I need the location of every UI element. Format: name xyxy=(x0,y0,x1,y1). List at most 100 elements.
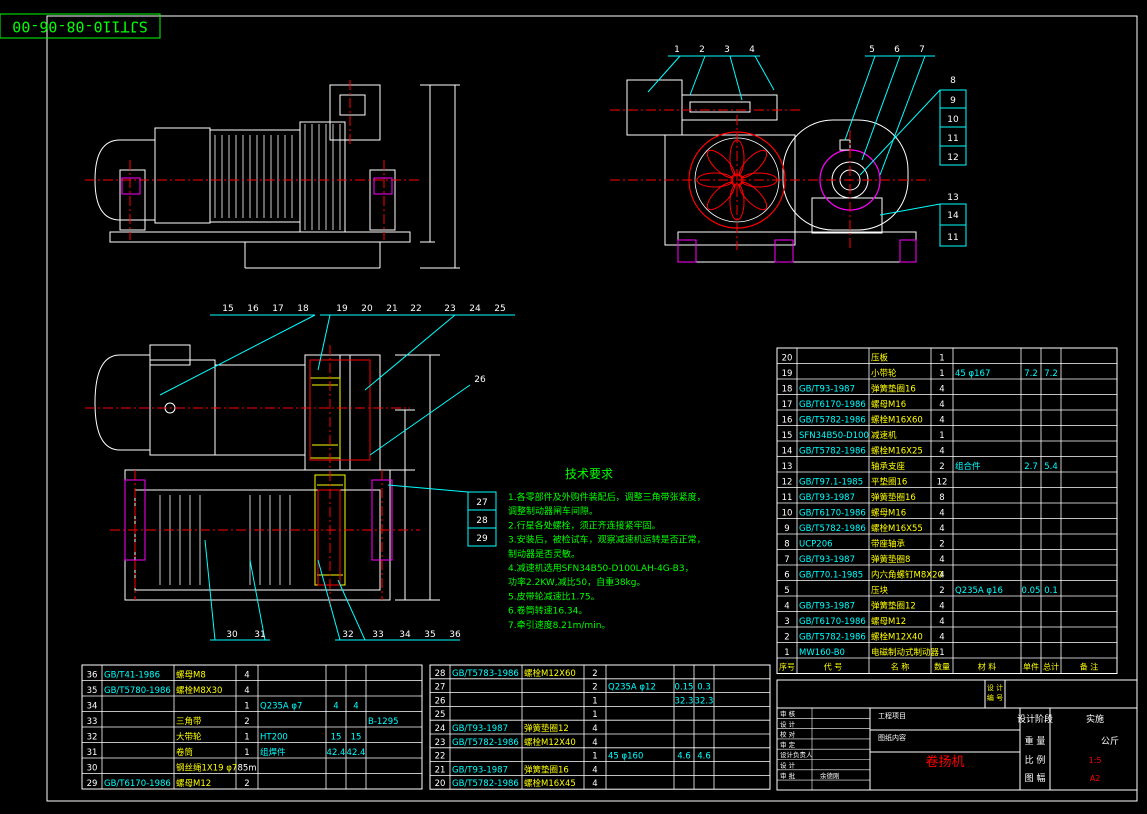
balloon-number: 6 xyxy=(894,45,900,55)
tb-content-label: 图纸内容 xyxy=(878,733,906,742)
bom-cell: 大带轮 xyxy=(176,732,202,743)
bom-cell: 压块 xyxy=(871,585,889,596)
bom-cell: 30 xyxy=(87,764,98,774)
bom-cell: 24 xyxy=(435,724,446,734)
balloon-number: 2 xyxy=(699,45,705,55)
bom-cell: 钢丝绳1X19 φ7 xyxy=(176,763,237,774)
tech-line: 3.安装后，被检试车，观察减速机运转是否正常， xyxy=(508,534,706,546)
bom-cell: 15 xyxy=(351,733,362,743)
tb-left-label: 设 计 xyxy=(780,719,796,728)
bom-cell: 螺母M16 xyxy=(871,399,906,410)
bom-cell: 4 xyxy=(939,447,944,457)
balloon-number: 36 xyxy=(449,630,461,640)
balloon-number: 33 xyxy=(372,630,383,640)
tb-scale-value: 1:5 xyxy=(1089,756,1102,765)
bom-cell: 32.3 xyxy=(675,696,694,706)
bom-cell: 9 xyxy=(784,524,789,534)
tech-line: 制动器是否灵敏。 xyxy=(508,548,580,560)
balloon-number: 14 xyxy=(947,211,959,221)
tb-left-label: 审 定 xyxy=(780,740,796,749)
plan-view-red-parts xyxy=(309,359,371,586)
bom-cell: 组焊件 xyxy=(260,747,286,758)
bom-cell: 螺栓M16X55 xyxy=(871,523,923,534)
bom-cell: 36 xyxy=(87,671,98,681)
side-label-design: 设 计 xyxy=(987,683,1003,692)
bom-cell: 卷筒 xyxy=(176,747,193,758)
bom-header: 代 号 xyxy=(824,662,843,672)
bom-cell: 35 xyxy=(87,686,98,696)
bom-cell: 1 xyxy=(939,648,944,658)
bom-cell: SFN34B50-D100 xyxy=(799,431,869,441)
bom-cell: 28 xyxy=(435,669,446,679)
plan-view-centerlines xyxy=(85,345,420,610)
bom-cell: 20 xyxy=(435,779,446,789)
bom-cell: 1 xyxy=(592,696,597,706)
balloon-number: 28 xyxy=(476,516,488,526)
bom-cell: 螺栓M8X30 xyxy=(176,685,222,696)
bom-cell: Q235A φ16 xyxy=(955,586,1003,596)
bom-cell: 弹簧垫圈16 xyxy=(871,384,916,395)
tb-product-name: 卷扬机 xyxy=(925,754,964,770)
technical-requirements: 技术要求 1.各零部件及外购件装配后，调整三角带张紧度， 调整制动器闸车间隙。2… xyxy=(508,467,706,631)
side-label-number: 编 号 xyxy=(987,693,1003,702)
bom-cell: 4 xyxy=(333,702,338,712)
bom-cell: 7.2 xyxy=(1024,369,1038,379)
bom-cell: 12 xyxy=(782,478,793,488)
balloon-number: 11 xyxy=(947,134,958,144)
balloon-number: 22 xyxy=(410,304,421,314)
balloon-number: 17 xyxy=(272,304,283,314)
balloon-number: 34 xyxy=(399,630,411,640)
bom-cell: 8 xyxy=(939,493,944,503)
bom-cell: GB/T5782-1986 xyxy=(799,447,866,457)
bom-cell: 4 xyxy=(592,779,597,789)
bom-cell: 弹簧垫圈12 xyxy=(871,601,916,612)
bom-cell: 0.05 xyxy=(1022,586,1041,596)
tb-weight-unit: 公斤 xyxy=(1101,736,1119,747)
balloon-number: 16 xyxy=(247,304,259,314)
balloon-number: 12 xyxy=(947,153,958,163)
balloon-number: 35 xyxy=(424,630,435,640)
bom-cell: 4 xyxy=(592,724,597,734)
balloon-number: 18 xyxy=(297,304,309,314)
bom-cell: Q235A φ7 xyxy=(260,702,302,712)
bom-cell: GB/T6170-1986 xyxy=(799,400,866,410)
bom-cell: GB/T6170-1986 xyxy=(799,617,866,627)
tech-line: 功率2.2KW,减比50，自重38kg。 xyxy=(508,576,645,588)
balloon-number: 21 xyxy=(386,304,397,314)
bom-cell: 4 xyxy=(592,765,597,775)
bom-header: 总计 xyxy=(1043,662,1059,672)
balloon-number: 3 xyxy=(724,45,730,55)
side-view-base-marks xyxy=(677,239,917,263)
balloon-number: 27 xyxy=(476,498,487,508)
drawing-frame xyxy=(46,15,1138,802)
bom-cell: 螺栓M12X40 xyxy=(871,632,923,643)
tb-weight-label: 重 量 xyxy=(1025,735,1046,747)
bom-cell: 螺栓M16X25 xyxy=(871,446,923,457)
bom-cell: 1 xyxy=(592,710,597,720)
side-view-motor xyxy=(626,79,917,263)
balloon-number: 29 xyxy=(476,534,488,544)
bom-cell: 组合件 xyxy=(955,461,981,472)
bom-cell: 45 φ160 xyxy=(608,752,643,762)
balloon-number: 10 xyxy=(947,115,959,125)
bom-cell: 2.7 xyxy=(1024,462,1038,472)
bom-cell: GB/T5782-1986 xyxy=(452,738,519,748)
tb-left-label: 校 对 xyxy=(780,730,796,739)
bom-cell: GB/T5782-1986 xyxy=(799,416,866,426)
bom-cell: 1 xyxy=(939,431,944,441)
bom-cell: 16 xyxy=(782,416,793,426)
bom-cell: 4 xyxy=(592,738,597,748)
bom-cell: 4 xyxy=(353,702,358,712)
tech-line: 5.皮带轮减速比1.75。 xyxy=(508,590,600,602)
bom-cell: 2 xyxy=(784,633,789,643)
tb-scale-label: 比 例 xyxy=(1025,754,1046,766)
bom-cell: MW160-B0 xyxy=(799,648,845,658)
bom-cell: 内六角螺钉M8X20 xyxy=(871,570,943,581)
balloon-number: 8 xyxy=(950,76,956,86)
tech-line: 6.卷筒转速16.34。 xyxy=(508,605,587,617)
bom-cell: GB/T5780-1986 xyxy=(104,686,171,696)
bom-cell: 4.6 xyxy=(697,752,711,762)
title-block: 设 计 编 号 工程项目 图纸内容 卷扬机 设计阶段 实施 重 量 公斤 比 例… xyxy=(776,679,1138,791)
bom-cell: 33 xyxy=(87,717,98,727)
